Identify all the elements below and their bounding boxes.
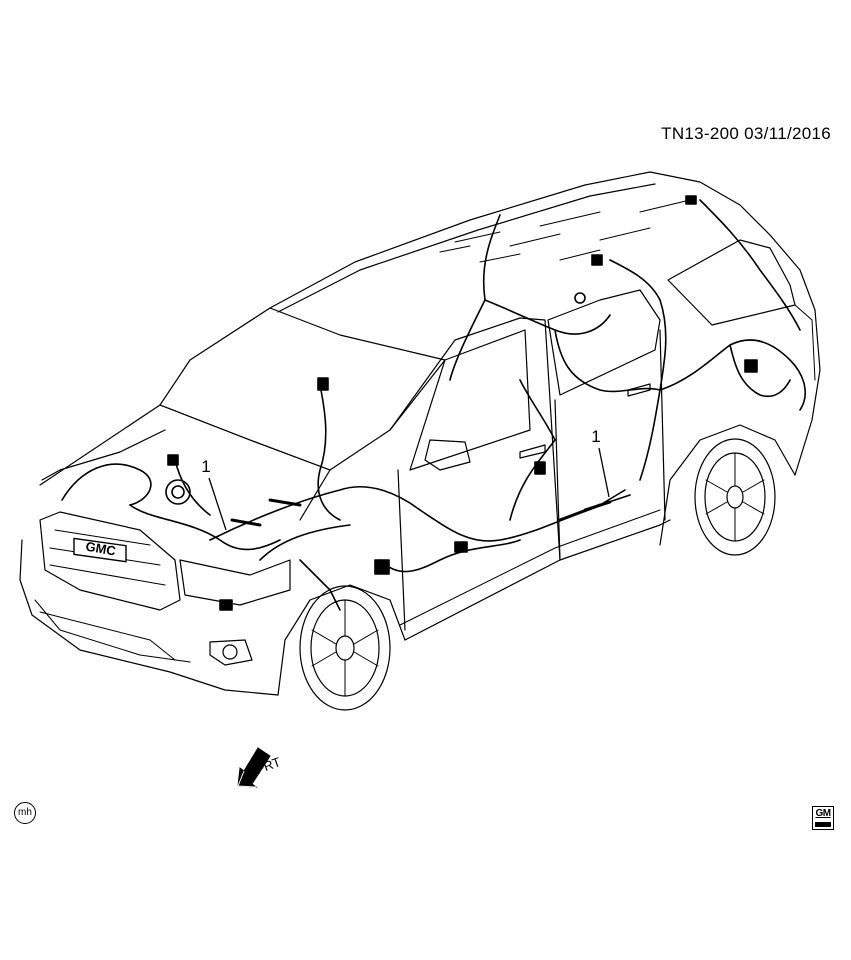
gm-logo-icon: GM — [812, 806, 834, 830]
suv-body-outline — [19, 171, 821, 711]
gmc-badge-text: GMC — [85, 539, 118, 559]
gm-logo-bar — [815, 822, 831, 827]
callout-side: 1 — [591, 427, 610, 498]
callout-side-leader — [598, 447, 610, 498]
gmc-grille-badge: GMC — [73, 537, 127, 563]
document-id: TN13-200 03/11/2016 — [661, 124, 831, 143]
callout-side-label: 1 — [591, 427, 600, 446]
front-direction-arrow-icon: FRT — [237, 747, 283, 788]
gm-logo-text: GM — [815, 808, 831, 819]
callout-front: 1 — [201, 457, 227, 531]
wiring-harness — [61, 195, 806, 611]
callout-front-leader — [208, 477, 227, 531]
author-mark-badge: mh — [14, 802, 36, 824]
callout-front-label: 1 — [201, 457, 210, 476]
